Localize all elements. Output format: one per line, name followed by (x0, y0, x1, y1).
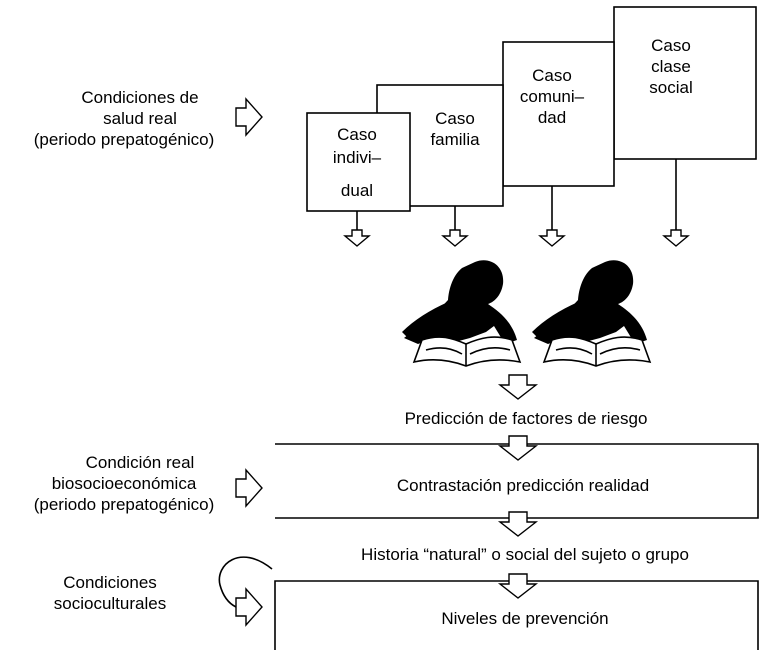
biosocio-label-line-1: Condición real (86, 453, 195, 472)
case-clase-line-2: clase (651, 57, 691, 76)
prediccion-down-arrow (499, 435, 537, 461)
case-box-comunidad (502, 41, 615, 187)
case-box-clase (613, 6, 757, 160)
familia-down-arrow (442, 229, 468, 247)
figures-down-arrow (499, 374, 537, 400)
comunidad-down-arrow (539, 229, 565, 247)
reader-figure-left (402, 260, 522, 367)
case-clase-line-3: social (649, 78, 692, 97)
case-comunidad-line-1: Caso (532, 66, 572, 85)
case-clase-line-1: Caso (651, 36, 691, 55)
case-comunidad-line-2: comuni– (520, 87, 585, 106)
niveles-text: Niveles de prevención (441, 609, 608, 628)
reader-figure-right (532, 260, 652, 367)
prediccion-text: Predicción de factores de riesgo (405, 409, 648, 428)
case-individual-line-1: Caso (337, 125, 377, 144)
socioculturales-arrow (235, 588, 263, 626)
socioculturales-label-line-2: socioculturales (54, 594, 166, 613)
case-box-individual (306, 112, 411, 212)
contrastacion-down-arrow (499, 511, 537, 537)
socioculturales-label: Condiciones socioculturales (54, 573, 166, 613)
historia-down-arrow (499, 573, 537, 599)
case-comunidad-line-3: dad (538, 108, 566, 127)
feedback-curve (218, 556, 273, 608)
salud-label-line-2: salud real (103, 109, 177, 128)
salud-arrow (235, 98, 263, 136)
case-familia-line-1: Caso (435, 109, 475, 128)
socioculturales-label-line-1: Condiciones (63, 573, 157, 592)
salud-label-line-1: Condiciones de (81, 88, 198, 107)
biosocio-label: Condición real biosocioeconómica (period… (34, 453, 215, 514)
case-down-arrows (344, 159, 689, 247)
biosocio-label-line-3: (periodo prepatogénico) (34, 495, 215, 514)
biosocio-label-line-2: biosocioeconómica (52, 474, 197, 493)
historia-text: Historia “natural” o social del sujeto o… (361, 545, 689, 564)
case-individual-line-2: indivi– (333, 148, 382, 167)
individual-down-arrow (344, 229, 370, 247)
salud-label: Condiciones de salud real (periodo prepa… (34, 88, 215, 149)
clase-down-arrow (663, 229, 689, 247)
case-familia-line-2: familia (430, 130, 480, 149)
salud-label-line-3: (periodo prepatogénico) (34, 130, 215, 149)
case-individual-line-3: dual (341, 181, 373, 200)
biosocio-arrow (235, 469, 263, 507)
contrastacion-text: Contrastación predicción realidad (397, 476, 649, 495)
